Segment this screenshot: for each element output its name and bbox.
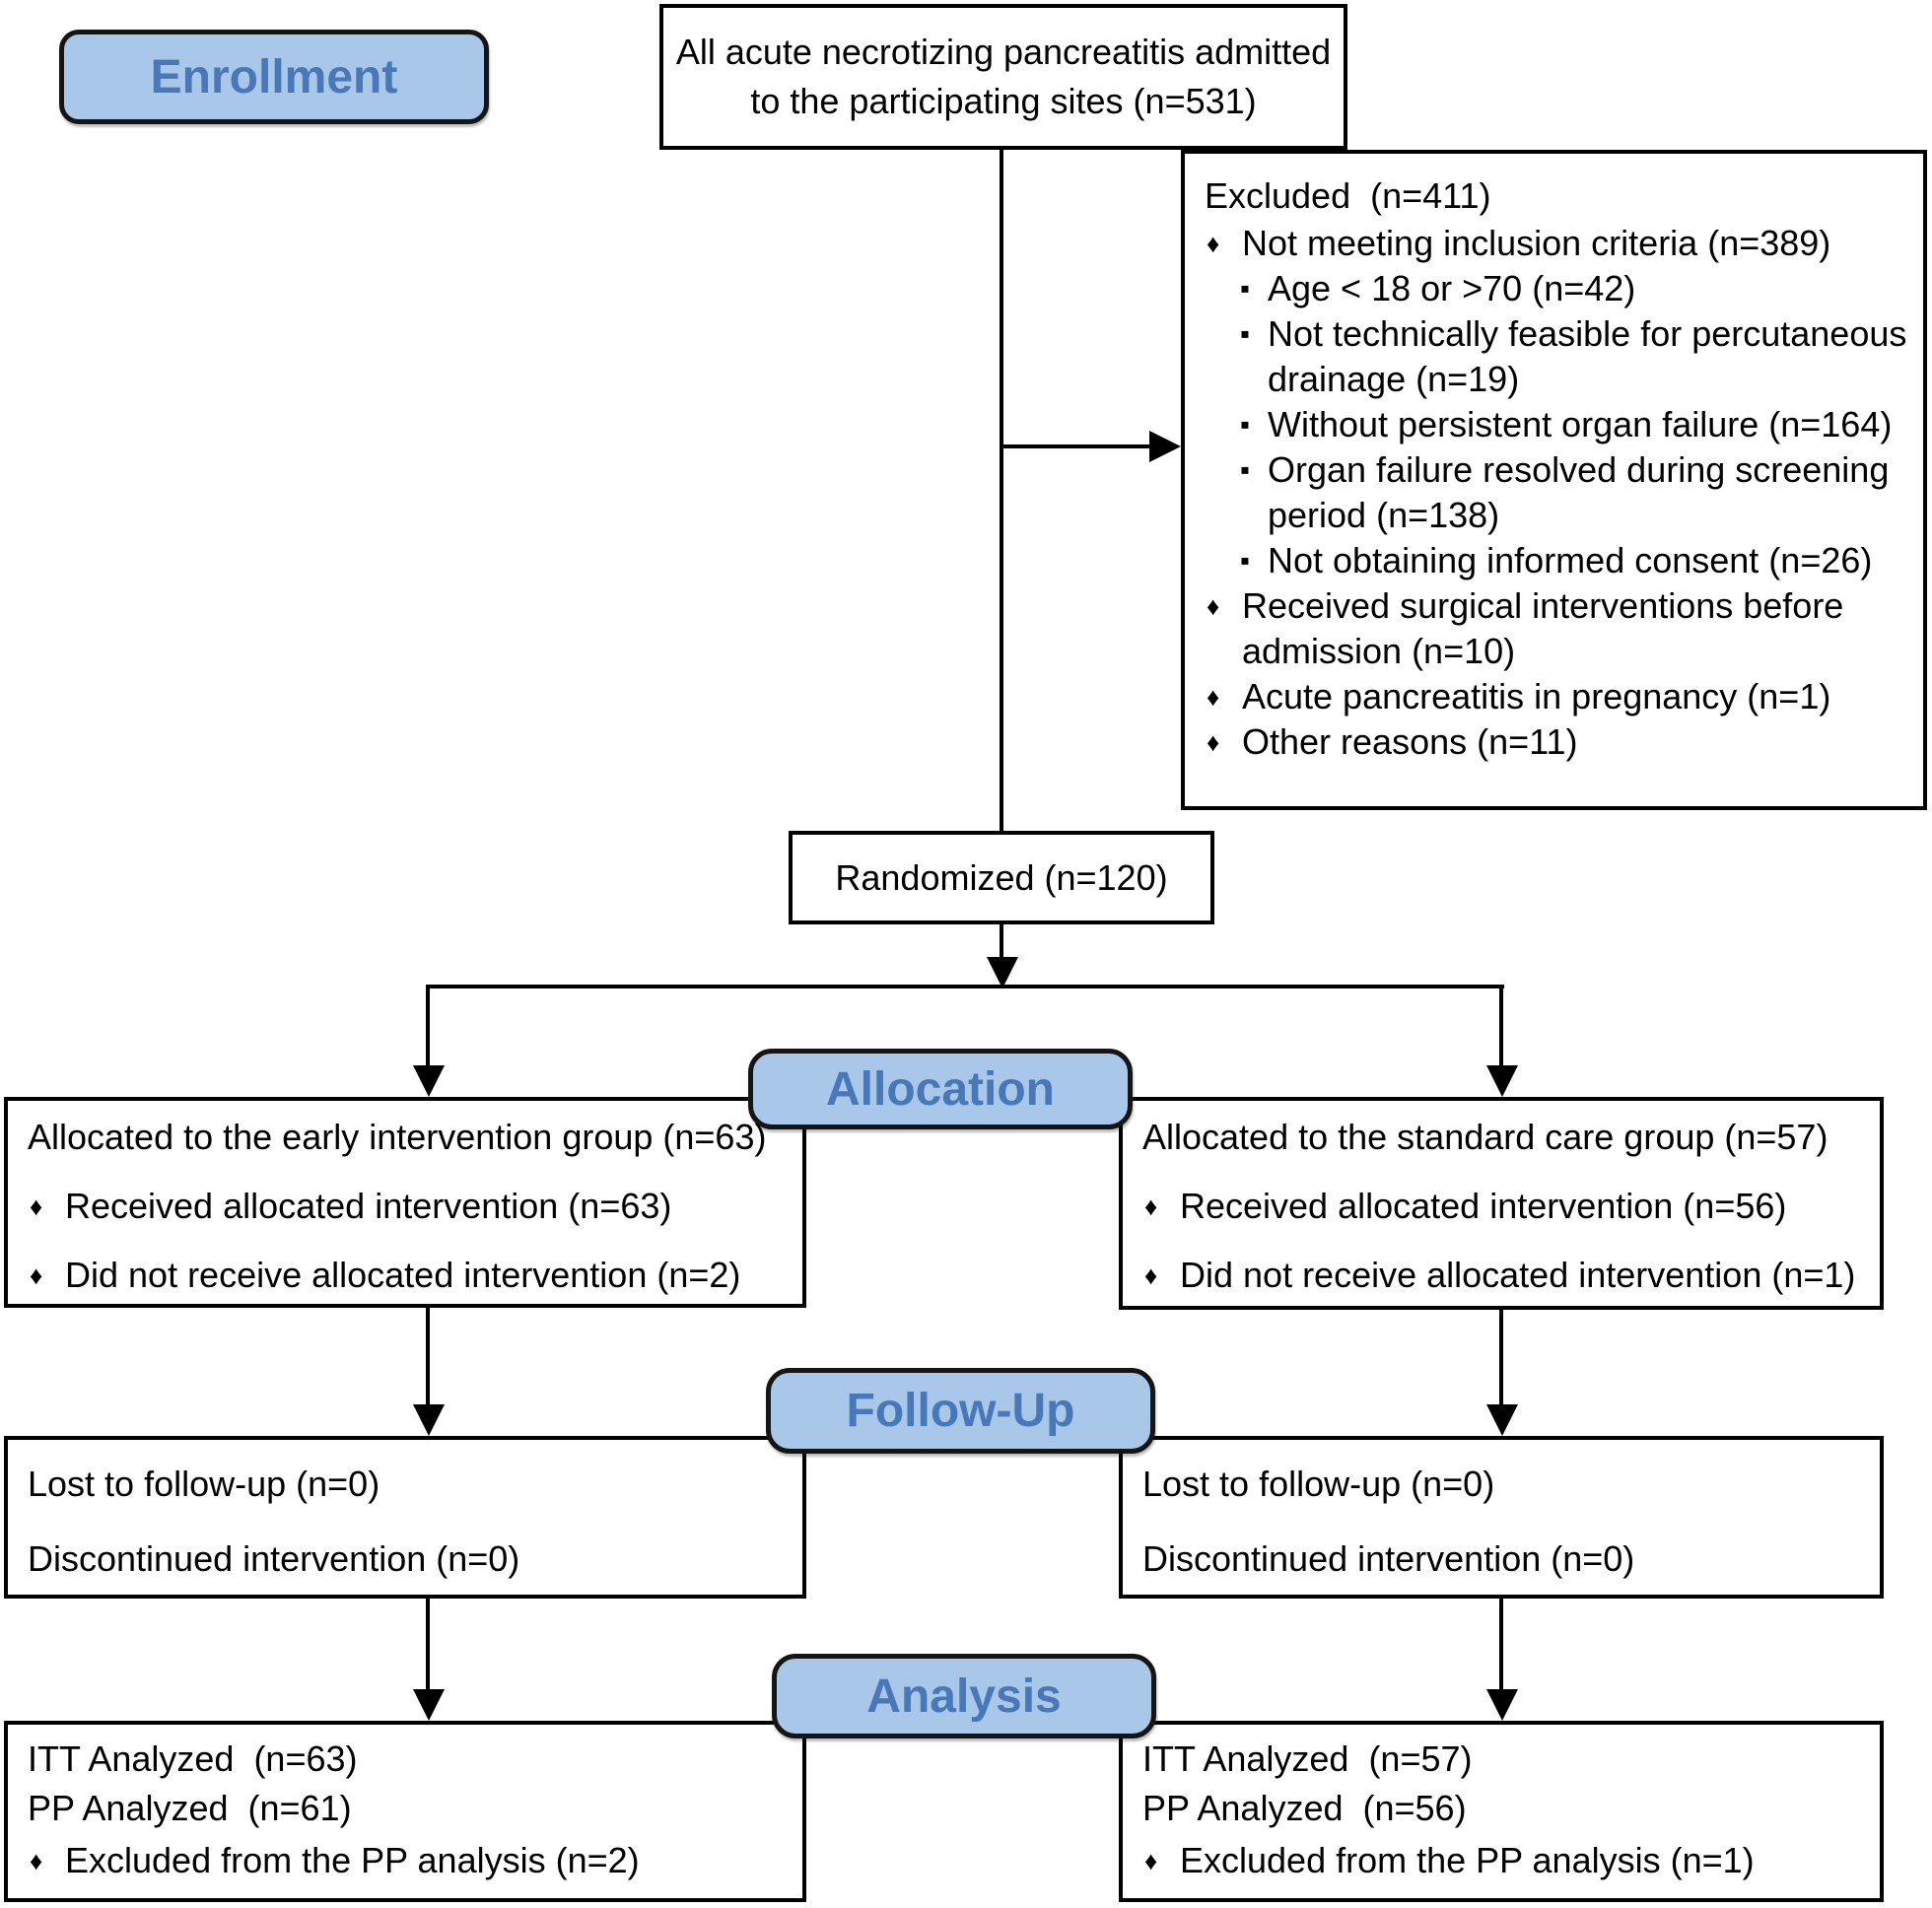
allocation-left-title: Allocated to the early intervention grou…: [28, 1117, 767, 1157]
arrowhead-alloc-left-icon: [413, 1065, 445, 1097]
allocation-right-box: Allocated to the standard care group (n=…: [1119, 1097, 1884, 1310]
excluded-item-text: Other reasons (n=11): [1242, 721, 1578, 762]
randomized-box: Randomized (n=120): [789, 831, 1214, 924]
excluded-item-text: Not meeting inclusion criteria (n=389): [1242, 223, 1831, 263]
randomized-label: Randomized (n=120): [835, 856, 1168, 898]
diamond-bullet-icon: ♦: [1207, 229, 1220, 258]
followup-left-line: Lost to follow-up (n=0): [28, 1464, 380, 1504]
excluded-item-text: Acute pancreatitis in pregnancy (n=1): [1242, 676, 1831, 716]
allocation-left-item-text: Received allocated intervention (n=63): [65, 1186, 672, 1226]
connector-top-to-randomized: [1000, 148, 1003, 833]
followup-right-line: Discontinued intervention (n=0): [1142, 1538, 1635, 1579]
arrowhead-followup-right-icon: [1486, 1404, 1518, 1436]
allocation-left-box: Allocated to the early intervention grou…: [4, 1097, 806, 1308]
analysis-left-box: ITT Analyzed (n=63) PP Analyzed (n=61) ♦…: [4, 1721, 806, 1902]
arrowhead-analysis-left-icon: [413, 1689, 445, 1721]
diamond-bullet-icon: ♦: [1144, 1192, 1158, 1221]
allocation-right-item-text: Received allocated intervention (n=56): [1180, 1186, 1787, 1226]
square-bullet-icon: ▪: [1240, 454, 1250, 485]
analysis-left-item-text: Excluded from the PP analysis (n=2): [65, 1840, 640, 1880]
connector-followup-to-analysis-left: [426, 1595, 430, 1693]
square-bullet-icon: ▪: [1240, 273, 1250, 304]
stage-label-analysis: Analysis: [772, 1654, 1156, 1738]
admitted-box: All acute necrotizing pancreatitis admit…: [659, 4, 1347, 150]
allocation-right-item: ♦ Received allocated intervention (n=56): [1142, 1184, 1872, 1229]
excluded-item: ▪ Without persistent organ failure (n=16…: [1240, 402, 1913, 447]
analysis-right-line: PP Analyzed (n=56): [1142, 1788, 1467, 1828]
analysis-left-item: ♦ Excluded from the PP analysis (n=2): [28, 1838, 794, 1883]
analysis-left-line: ITT Analyzed (n=63): [28, 1738, 358, 1779]
excluded-item-text: Received surgical interventions before a…: [1242, 585, 1854, 671]
excluded-item-text: Without persistent organ failure (n=164): [1268, 404, 1893, 444]
followup-right-line: Lost to follow-up (n=0): [1142, 1464, 1495, 1504]
excluded-item-text: Not technically feasible for percutaneou…: [1268, 313, 1917, 399]
stage-label-enrollment: Enrollment: [59, 30, 489, 124]
excluded-item-text: Age < 18 or >70 (n=42): [1268, 268, 1636, 308]
connector-split-to-alloc-right: [1499, 987, 1503, 1069]
allocation-left-item-text: Did not receive allocated intervention (…: [65, 1255, 741, 1295]
excluded-item: ▪ Organ failure resolved during screenin…: [1240, 447, 1913, 538]
allocation-right-item-text: Did not receive allocated intervention (…: [1180, 1255, 1856, 1295]
square-bullet-icon: ▪: [1240, 545, 1250, 576]
stage-label-followup: Follow-Up: [766, 1368, 1155, 1454]
excluded-item: ♦ Other reasons (n=11): [1205, 719, 1913, 765]
analysis-right-line: ITT Analyzed (n=57): [1142, 1738, 1473, 1779]
arrowhead-followup-left-icon: [413, 1404, 445, 1436]
diamond-bullet-icon: ♦: [1207, 727, 1220, 757]
analysis-right-box: ITT Analyzed (n=57) PP Analyzed (n=56) ♦…: [1119, 1721, 1884, 1902]
followup-left-line: Discontinued intervention (n=0): [28, 1538, 520, 1579]
stage-label-allocation: Allocation: [748, 1049, 1133, 1129]
diamond-bullet-icon: ♦: [1207, 682, 1220, 712]
square-bullet-icon: ▪: [1240, 409, 1250, 440]
connector-alloc-to-followup-left: [426, 1306, 430, 1408]
excluded-item-text: Not obtaining informed consent (n=26): [1268, 540, 1873, 580]
diamond-bullet-icon: ♦: [1144, 1846, 1158, 1875]
excluded-item-text: Organ failure resolved during screening …: [1268, 449, 1899, 535]
diamond-bullet-icon: ♦: [30, 1261, 43, 1290]
arrowhead-excluded-icon: [1149, 431, 1181, 462]
analysis-left-line: PP Analyzed (n=61): [28, 1788, 352, 1828]
square-bullet-icon: ▪: [1240, 318, 1250, 349]
allocation-right-item: ♦ Did not receive allocated intervention…: [1142, 1253, 1872, 1298]
diamond-bullet-icon: ♦: [1144, 1261, 1158, 1290]
analysis-right-item: ♦ Excluded from the PP analysis (n=1): [1142, 1838, 1872, 1883]
diamond-bullet-icon: ♦: [30, 1192, 43, 1221]
allocation-left-item: ♦ Received allocated intervention (n=63): [28, 1184, 794, 1229]
connector-followup-to-analysis-right: [1499, 1595, 1503, 1693]
excluded-item: ▪ Not technically feasible for percutane…: [1240, 311, 1913, 402]
arrowhead-alloc-right-icon: [1486, 1065, 1518, 1097]
excluded-box: Excluded (n=411) ♦ Not meeting inclusion…: [1181, 150, 1927, 810]
excluded-item: ♦ Not meeting inclusion criteria (n=389): [1205, 221, 1913, 266]
excluded-item: ♦ Acute pancreatitis in pregnancy (n=1): [1205, 674, 1913, 719]
arrowhead-analysis-right-icon: [1486, 1689, 1518, 1721]
connector-split-to-alloc-left: [426, 987, 430, 1069]
excluded-item: ▪ Not obtaining informed consent (n=26): [1240, 538, 1913, 583]
analysis-right-item-text: Excluded from the PP analysis (n=1): [1180, 1840, 1755, 1880]
connector-alloc-to-followup-right: [1499, 1306, 1503, 1408]
allocation-left-item: ♦ Did not receive allocated intervention…: [28, 1253, 794, 1298]
diamond-bullet-icon: ♦: [1207, 591, 1220, 621]
allocation-right-title: Allocated to the standard care group (n=…: [1142, 1117, 1828, 1157]
admitted-text-line1: All acute necrotizing pancreatitis admit…: [675, 32, 1332, 72]
followup-left-box: Lost to follow-up (n=0) Discontinued int…: [4, 1436, 806, 1599]
followup-right-box: Lost to follow-up (n=0) Discontinued int…: [1119, 1436, 1884, 1599]
arrowhead-split-icon: [987, 957, 1018, 988]
connector-randomized-to-split: [1000, 922, 1003, 962]
connector-split-horizontal: [426, 985, 1504, 988]
connector-to-excluded: [1001, 444, 1153, 448]
diamond-bullet-icon: ♦: [30, 1846, 43, 1875]
excluded-item: ▪ Age < 18 or >70 (n=42): [1240, 266, 1913, 311]
admitted-text-line2: to the participating sites (n=531): [750, 81, 1257, 121]
excluded-item: ♦ Received surgical interventions before…: [1205, 583, 1913, 674]
excluded-title: Excluded (n=411): [1205, 175, 1491, 216]
